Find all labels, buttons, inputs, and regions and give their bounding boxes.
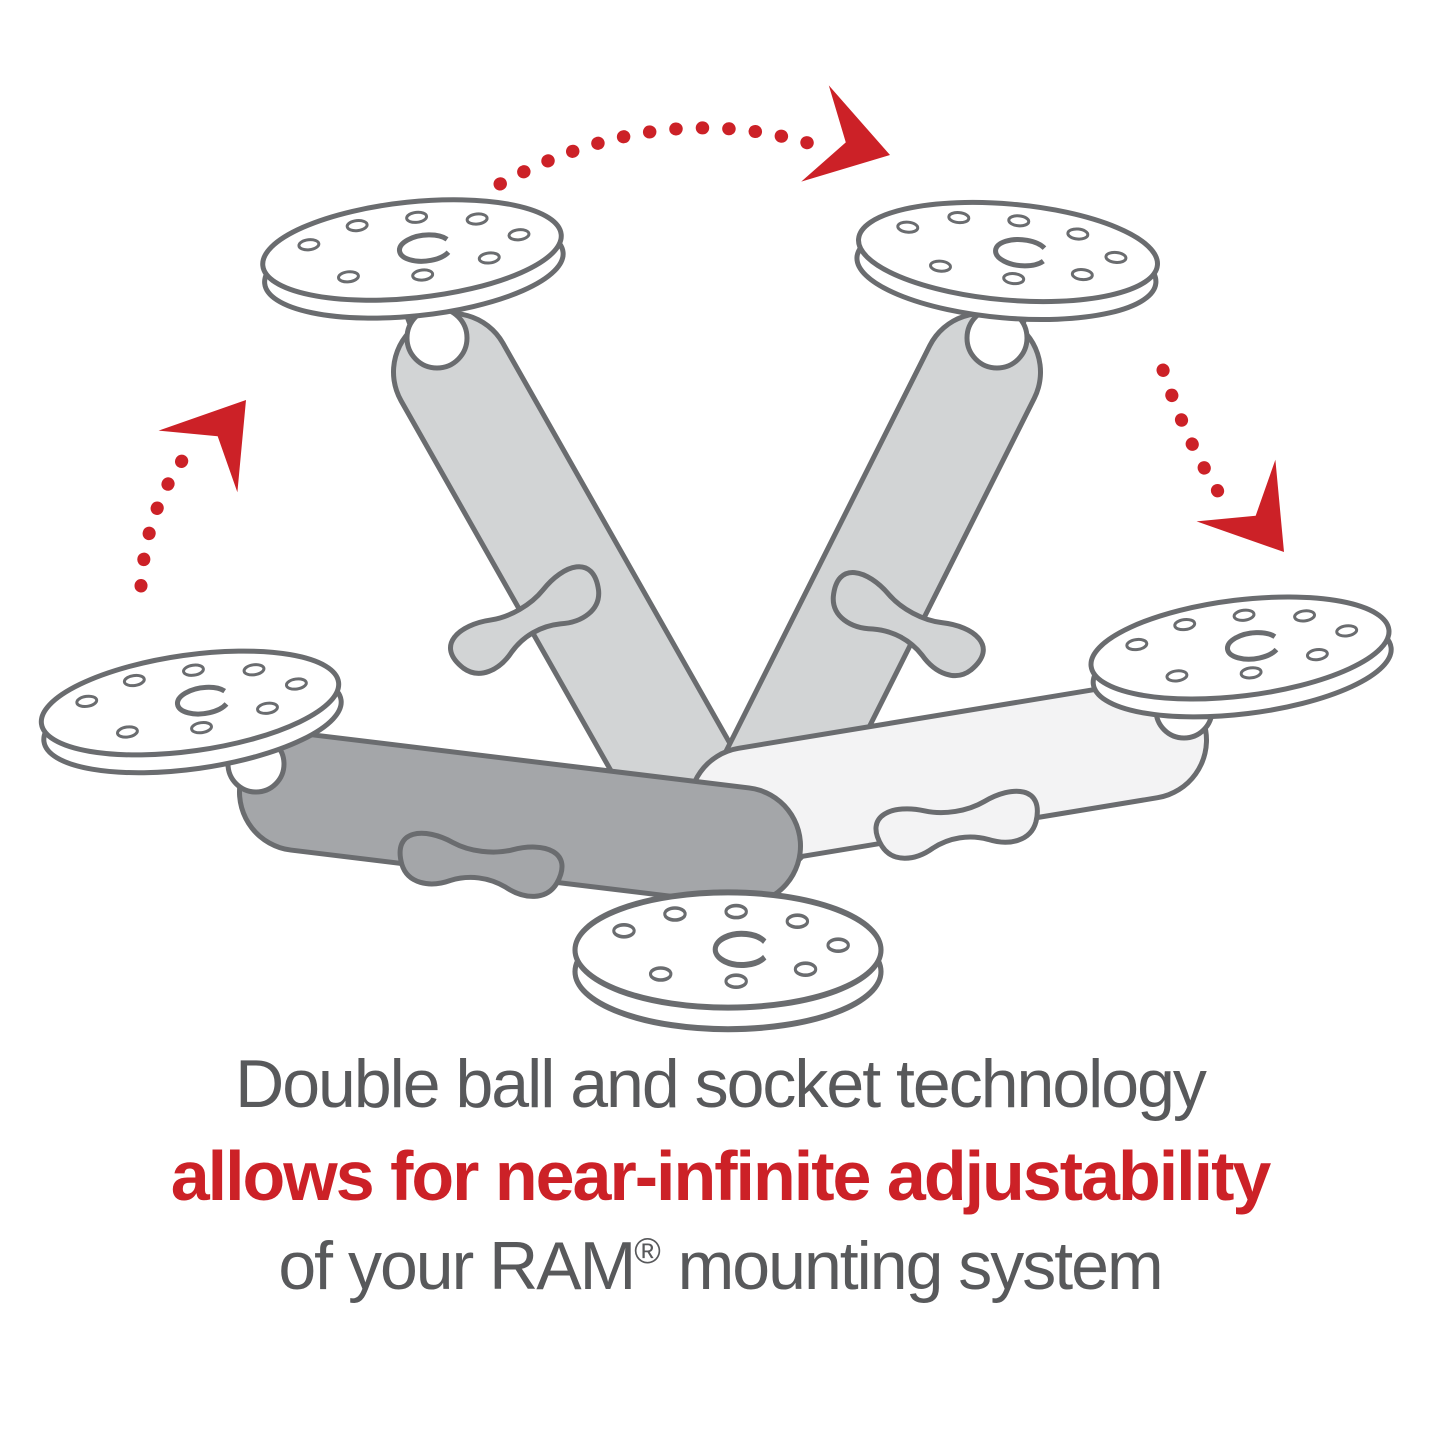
motion-arrow-up-left-icon xyxy=(134,369,286,593)
round-plate-icon xyxy=(258,187,568,332)
arm-position-right xyxy=(687,582,1397,867)
round-plate-icon xyxy=(853,191,1162,331)
arm-position-left xyxy=(35,635,803,907)
registered-trademark-symbol: ® xyxy=(634,1230,661,1272)
arm-position-upper-left xyxy=(258,187,766,879)
motion-arrow-top-arc-icon xyxy=(493,85,904,204)
caption-line-3: of your RAM® mounting system xyxy=(0,1222,1440,1312)
motion-arrow-down-right-icon xyxy=(1156,363,1324,583)
caption-line-1: Double ball and socket technology xyxy=(235,1046,1207,1122)
caption-line-3-pre: of your RAM xyxy=(278,1228,636,1305)
base-plate-icon xyxy=(575,892,881,1029)
caption-line-2: allows for near-infinite adjustability xyxy=(170,1136,1272,1215)
caption: Double ball and socket technology allows… xyxy=(0,1040,1440,1312)
caption-line-3-post: mounting system xyxy=(660,1228,1164,1305)
round-plate-icon xyxy=(1085,582,1397,732)
mount-illustration xyxy=(0,85,1440,1050)
